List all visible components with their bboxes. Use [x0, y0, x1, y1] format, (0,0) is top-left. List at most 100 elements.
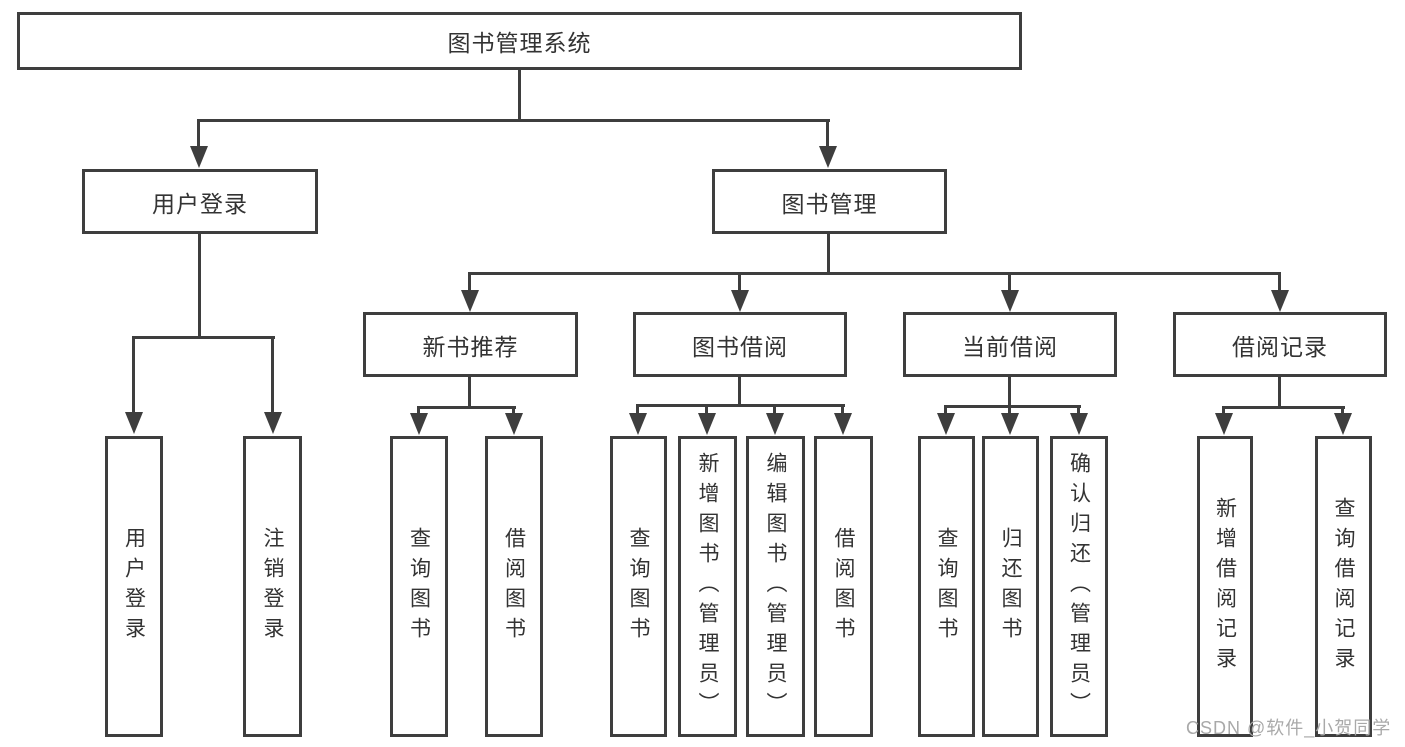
node-user-login: 用户登录	[82, 169, 318, 234]
arrow-shaft	[1341, 406, 1344, 416]
arrow-head-icon	[461, 290, 479, 312]
arrow-head-icon	[731, 290, 749, 312]
node-leaf-add-book-admin: 新增图书（管理员）	[678, 436, 737, 737]
connector-borrow-stem	[738, 377, 741, 407]
node-leaf-borrow-books-recommend: 借阅图书	[485, 436, 543, 737]
connector-root-stem	[518, 68, 521, 119]
arrow-head-icon	[629, 413, 647, 435]
arrow-shaft	[826, 119, 829, 150]
arrow-down-icon	[766, 404, 784, 435]
arrow-head-icon	[264, 412, 282, 434]
arrow-down-icon	[698, 404, 716, 435]
connector-user-login-bus	[133, 336, 275, 339]
arrow-head-icon	[1001, 413, 1019, 435]
arrow-head-icon	[410, 413, 428, 435]
arrow-shaft	[417, 406, 420, 416]
connector-current-bus	[945, 405, 1081, 408]
arrow-down-icon	[410, 406, 428, 435]
node-leaf-return-book: 归还图书	[982, 436, 1039, 737]
arrow-down-icon	[1001, 405, 1019, 435]
arrow-down-icon	[1334, 406, 1352, 435]
arrow-shaft	[773, 404, 776, 416]
arrow-shaft	[636, 404, 639, 416]
arrow-head-icon	[834, 413, 852, 435]
node-leaf-return-book-label: 归还图书	[999, 526, 1022, 647]
node-leaf-query-books-current-label: 查询图书	[935, 526, 958, 647]
arrow-down-icon	[834, 404, 852, 435]
csdn-watermark: CSDN @软件_小贺同学	[1186, 718, 1392, 738]
arrow-down-icon	[1271, 274, 1289, 312]
connector-records-bus	[1223, 406, 1345, 409]
arrow-shaft	[705, 404, 708, 416]
node-borrow-records-label: 借阅记录	[1232, 333, 1328, 360]
arrow-down-icon	[461, 274, 479, 312]
node-leaf-query-books-current: 查询图书	[918, 436, 975, 737]
connector-borrow-bus	[637, 404, 845, 407]
connector-current-stem	[1008, 377, 1011, 408]
arrow-shaft	[944, 405, 947, 416]
arrow-head-icon	[698, 413, 716, 435]
arrow-shaft	[271, 336, 274, 416]
node-leaf-query-borrow-record: 查询借阅记录	[1315, 436, 1372, 737]
arrow-down-icon	[731, 274, 749, 312]
arrow-shaft	[1008, 274, 1011, 294]
arrow-shaft	[512, 406, 515, 416]
arrow-down-icon	[937, 405, 955, 435]
arrow-head-icon	[1070, 413, 1088, 435]
arrow-head-icon	[766, 413, 784, 435]
connector-recommend-stem	[468, 377, 471, 409]
connector-user-login-stem	[198, 234, 201, 339]
node-leaf-confirm-return-admin-label: 确认归还（管理员）	[1067, 451, 1091, 722]
arrow-shaft	[132, 336, 135, 416]
node-current-borrow-label: 当前借阅	[962, 333, 1058, 360]
node-library-system-label: 图书管理系统	[447, 30, 592, 56]
arrow-head-icon	[819, 146, 837, 168]
arrow-head-icon	[1334, 413, 1352, 435]
connector-book-mgmt-stem	[827, 234, 830, 275]
node-leaf-user-login: 用户登录	[105, 436, 163, 737]
node-leaf-query-borrow-record-label: 查询借阅记录	[1332, 496, 1355, 677]
node-leaf-add-borrow-record-label: 新增借阅记录	[1213, 496, 1237, 677]
arrow-head-icon	[1271, 290, 1289, 312]
node-leaf-edit-book-admin-label: 编辑图书（管理员）	[764, 451, 787, 722]
node-book-management: 图书管理	[712, 169, 947, 234]
arrow-down-icon	[505, 406, 523, 435]
node-leaf-borrow-books-label: 借阅图书	[832, 526, 855, 647]
arrow-shaft	[1222, 406, 1225, 416]
node-leaf-user-login-label: 用户登录	[122, 526, 146, 647]
arrow-head-icon	[937, 413, 955, 435]
arrow-down-icon	[1215, 406, 1233, 435]
node-leaf-add-book-admin-label: 新增图书（管理员）	[696, 451, 719, 722]
connector-root-bus	[198, 119, 830, 122]
connector-recommend-bus	[418, 406, 516, 409]
node-leaf-logout: 注销登录	[243, 436, 302, 737]
node-leaf-borrow-books: 借阅图书	[814, 436, 873, 737]
node-book-borrow: 图书借阅	[633, 312, 847, 377]
connector-book-mgmt-bus	[468, 272, 1281, 275]
node-leaf-add-borrow-record: 新增借阅记录	[1197, 436, 1253, 737]
arrow-head-icon	[190, 146, 208, 168]
node-leaf-query-books-recommend-label: 查询图书	[407, 526, 431, 647]
arrow-shaft	[738, 274, 741, 294]
arrow-head-icon	[505, 413, 523, 435]
arrow-down-icon	[819, 119, 837, 168]
arrow-shaft	[1278, 274, 1281, 294]
arrow-down-icon	[125, 336, 143, 434]
node-borrow-records: 借阅记录	[1173, 312, 1387, 377]
node-leaf-edit-book-admin: 编辑图书（管理员）	[746, 436, 805, 737]
node-leaf-query-books-borrow: 查询图书	[610, 436, 667, 737]
node-new-book-recommend: 新书推荐	[363, 312, 578, 377]
connector-records-stem	[1278, 377, 1281, 409]
arrow-down-icon	[629, 404, 647, 435]
arrow-head-icon	[1001, 290, 1019, 312]
arrow-shaft	[1077, 405, 1080, 416]
node-leaf-borrow-books-recommend-label: 借阅图书	[502, 526, 526, 647]
arrow-shaft	[841, 404, 844, 416]
node-leaf-query-books-recommend: 查询图书	[390, 436, 448, 737]
arrow-down-icon	[264, 336, 282, 434]
arrow-down-icon	[1070, 405, 1088, 435]
node-new-book-recommend-label: 新书推荐	[422, 333, 519, 360]
arrow-head-icon	[1215, 413, 1233, 435]
node-leaf-query-books-borrow-label: 查询图书	[627, 526, 650, 647]
